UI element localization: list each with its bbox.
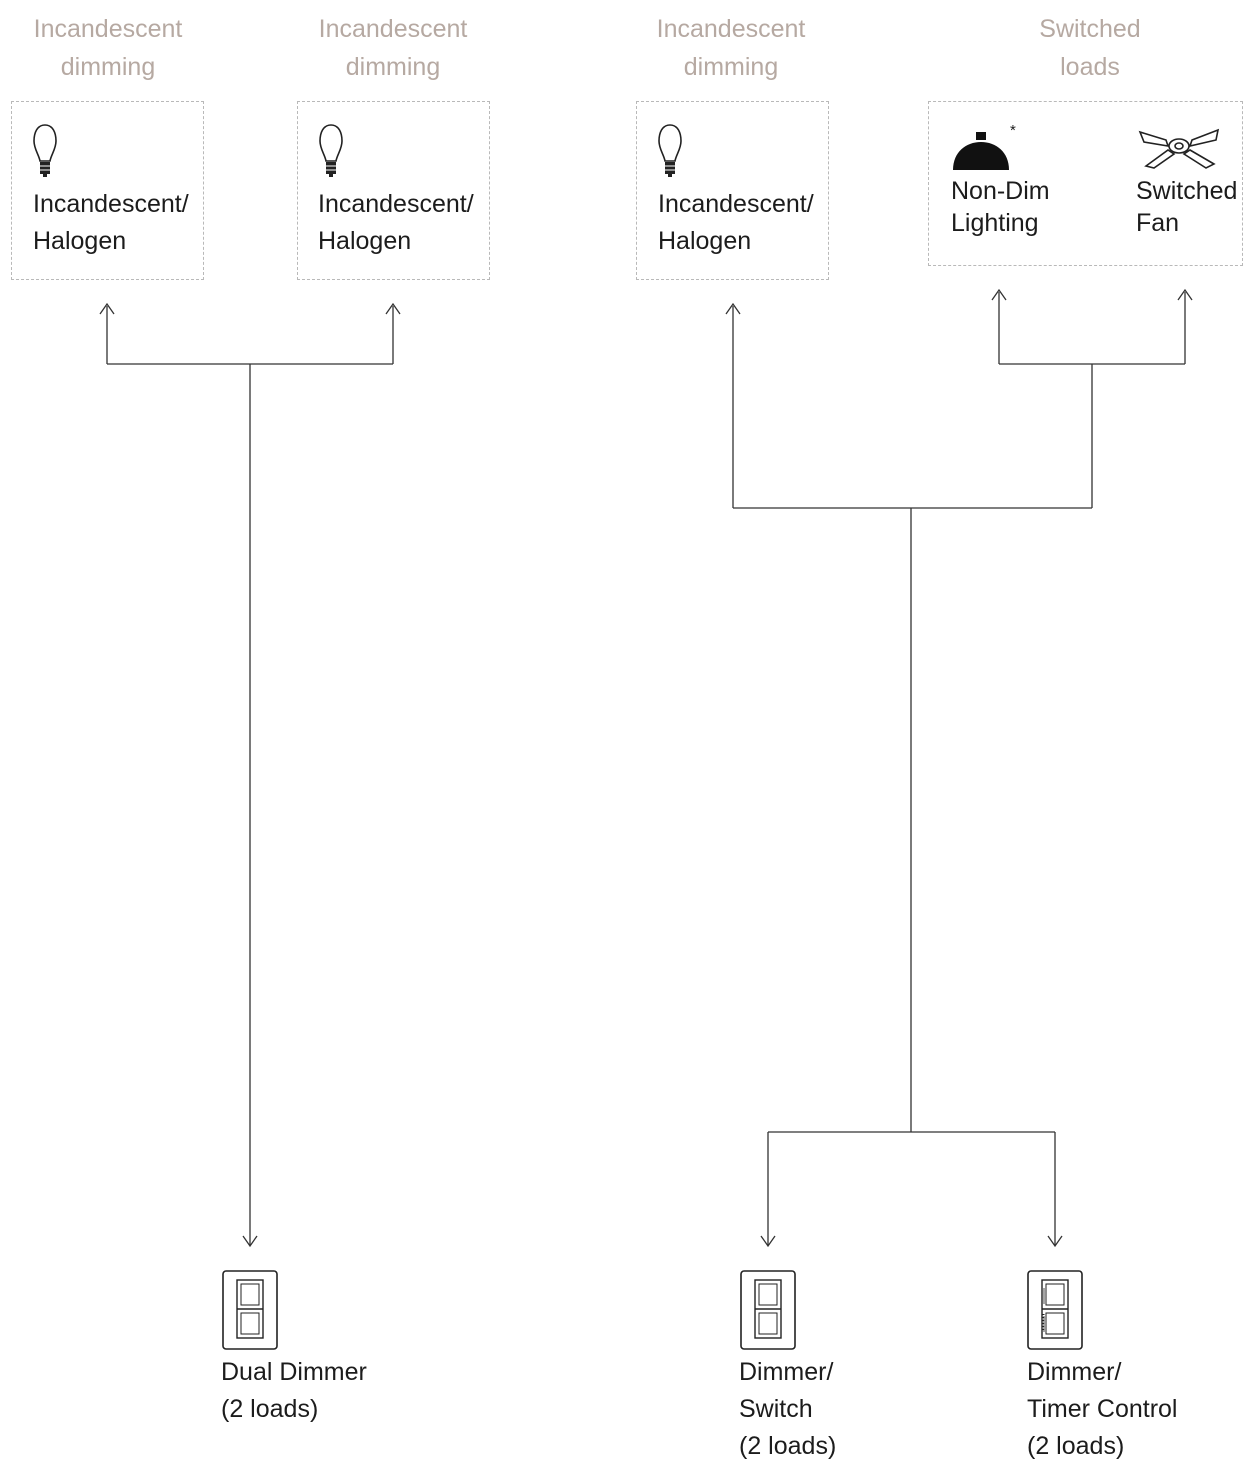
non-dim-fixture-icon [953,132,1009,170]
incandescent-bulb-icon [658,124,682,177]
dual-dimmer-icon [222,1270,278,1350]
load-label-incandescent-3: Incandescent/ Halogen [658,190,814,255]
control-label-dual-dimmer: Dual Dimmer (2 loads) [221,1358,367,1423]
group-heading-incandescent-3: Incandescent dimming [656,15,806,81]
connector-dual-dimmer [106,306,394,1245]
arrowhead-up [1177,288,1193,301]
load-label-incandescent-1: Incandescent/ Halogen [33,190,189,255]
non-dim-asterisk: * [1010,122,1016,139]
load-label-non-dim-lighting: Non-Dim Lighting [951,177,1050,237]
control-label-dimmer-timer: Dimmer/ Timer Control (2 loads) [1027,1358,1178,1460]
arrowhead-down [1047,1235,1063,1248]
connector-lower-split [767,1131,1056,1245]
incandescent-bulb-icon [319,124,343,177]
load-box-incandescent-2 [297,101,490,280]
arrowhead-down [760,1235,776,1248]
incandescent-bulb-icon [33,124,57,177]
dimmer-switch-icon [740,1270,796,1350]
dimmer-timer-icon [1027,1270,1083,1350]
load-label-switched-fan: Switched Fan [1136,177,1238,237]
load-box-incandescent-3 [636,101,829,280]
arrowhead-down [242,1235,258,1248]
connector-upper-split [732,292,1186,509]
control-label-dimmer-switch: Dimmer/ Switch (2 loads) [739,1358,837,1460]
group-heading-incandescent-1: Incandescent dimming [33,15,183,81]
ceiling-fan-icon [1138,128,1220,169]
group-heading-switched-loads: Switched loads [1039,15,1141,81]
arrowhead-up [99,302,115,315]
arrowhead-up [385,302,401,315]
arrowhead-up [991,288,1007,301]
group-heading-incandescent-2: Incandescent dimming [318,15,468,81]
load-box-incandescent-1 [11,101,204,280]
arrowhead-up [725,302,741,315]
load-label-incandescent-2: Incandescent/ Halogen [318,190,474,255]
